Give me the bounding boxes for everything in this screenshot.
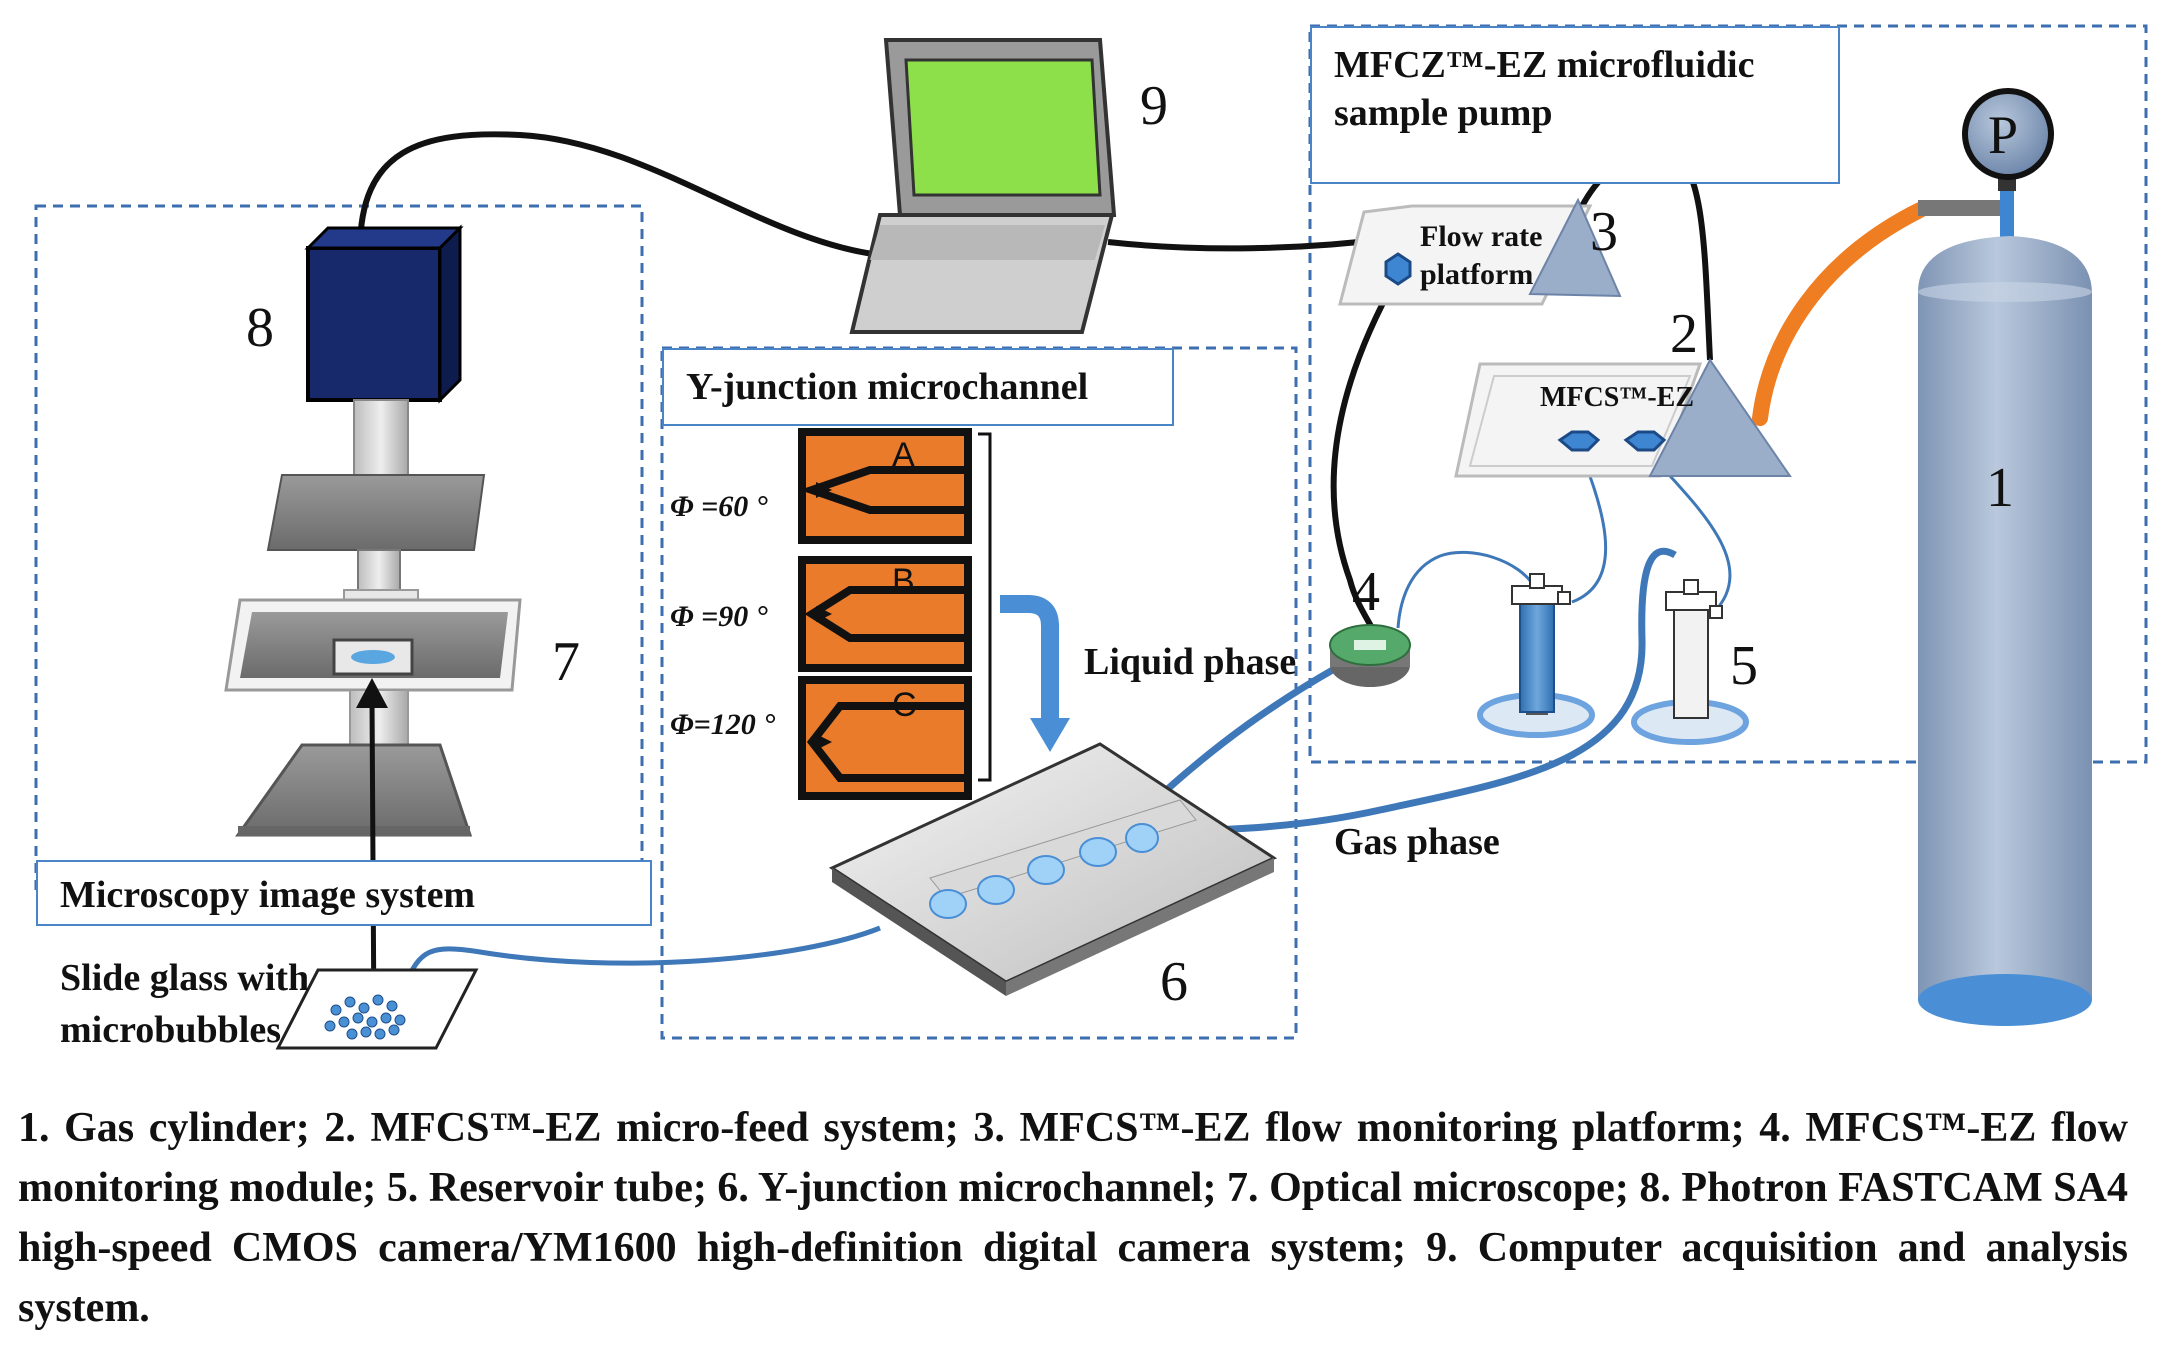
microscopy-title-text: Microscopy image system bbox=[60, 874, 476, 916]
gas-cylinder bbox=[1918, 188, 2092, 1026]
gas-supply-tube bbox=[1752, 202, 1928, 426]
reservoir-left bbox=[1477, 573, 1595, 738]
channel-a-label: A bbox=[892, 436, 915, 474]
label-7: 7 bbox=[552, 631, 580, 693]
figure-caption-text: 1. Gas cylinder; 2. MFCS™-EZ micro-feed … bbox=[18, 1105, 2128, 1331]
ychannel-title: Y-junction microchannel bbox=[662, 348, 1174, 426]
camera-to-computer-cable bbox=[357, 131, 881, 258]
pump-box-title-line1: MFCZ™-EZ microfluidic bbox=[1334, 44, 1755, 86]
camera bbox=[304, 224, 464, 404]
pump-box-title: MFCZ™-EZ microfluidic sample pump bbox=[1310, 26, 1840, 184]
geometry-bracket bbox=[978, 432, 992, 782]
selection-arrow bbox=[1000, 595, 1059, 720]
computer-to-platform-cable bbox=[1107, 235, 1396, 252]
channel-geometry-c bbox=[798, 676, 972, 800]
selection-arrowhead bbox=[1030, 718, 1070, 752]
slide-glass-label: Slide glass with microbubbles bbox=[60, 952, 309, 1056]
observation-arrowhead bbox=[356, 678, 388, 708]
gas-phase-tube bbox=[1149, 547, 1677, 836]
label-6: 6 bbox=[1160, 951, 1188, 1013]
angle-c-label: Φ=120 ° bbox=[670, 708, 776, 741]
pressure-gauge-label: P bbox=[1988, 105, 2019, 165]
microscope bbox=[224, 399, 522, 837]
angle-b-label: Φ =90 ° bbox=[670, 600, 768, 633]
label-2: 2 bbox=[1670, 303, 1698, 365]
flow-rate-platform bbox=[1338, 197, 1622, 306]
label-8: 8 bbox=[246, 297, 274, 359]
outlet-tube bbox=[402, 925, 881, 986]
channel-geometry-a bbox=[798, 428, 972, 544]
figure-caption: 1. Gas cylinder; 2. MFCS™-EZ micro-feed … bbox=[18, 1098, 2128, 1338]
flow-rate-label: Flow rate platform bbox=[1420, 218, 1542, 294]
channel-c-label: C bbox=[892, 686, 917, 724]
flow-rate-label-line2: platform bbox=[1420, 258, 1534, 291]
platform-to-module-cable bbox=[1330, 273, 1401, 630]
computer bbox=[849, 38, 1117, 334]
microbubbles bbox=[324, 994, 406, 1040]
reservoir-to-module-tube bbox=[1396, 551, 1537, 629]
channel-b-label: B bbox=[892, 562, 915, 600]
mfcs-ez-unit bbox=[1454, 358, 1792, 478]
gas-phase-label: Gas phase bbox=[1334, 821, 1500, 863]
microscopy-dashed-box bbox=[34, 204, 644, 896]
mfcs-ez-label: MFCS™-EZ bbox=[1540, 382, 1694, 413]
liquid-phase-tube bbox=[1147, 664, 1338, 808]
channel-geometry-b bbox=[798, 556, 972, 672]
microchannel-chip bbox=[828, 742, 1278, 996]
label-5: 5 bbox=[1730, 635, 1758, 697]
angle-a-label: Φ =60 ° bbox=[670, 490, 768, 523]
slide-glass-label-line2: microbubbles bbox=[60, 1009, 282, 1051]
slide-glass-label-line1: Slide glass with bbox=[60, 957, 310, 999]
liquid-phase-label: Liquid phase bbox=[1084, 641, 1297, 683]
slide-glass bbox=[275, 968, 479, 1050]
label-1: 1 bbox=[1986, 457, 2014, 519]
pressure-gauge bbox=[1962, 88, 2054, 191]
reservoir-right bbox=[1631, 579, 1749, 745]
gas-connector bbox=[1918, 200, 2000, 216]
flow-monitoring-module bbox=[1329, 624, 1411, 687]
microscopy-title: Microscopy image system bbox=[36, 860, 652, 926]
pump-box-title-line2: sample pump bbox=[1334, 91, 1553, 134]
ychannel-title-text: Y-junction microchannel bbox=[686, 366, 1089, 408]
flow-rate-label-line1: Flow rate bbox=[1420, 220, 1543, 253]
label-4: 4 bbox=[1352, 561, 1380, 623]
label-3: 3 bbox=[1590, 201, 1618, 263]
label-9: 9 bbox=[1140, 75, 1168, 137]
